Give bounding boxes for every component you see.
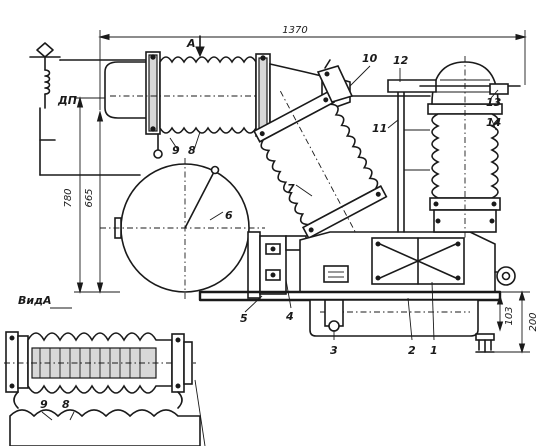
part-label-9: 9 bbox=[172, 144, 180, 157]
part-label-7: 7 bbox=[287, 182, 295, 195]
part-label-11: 11 bbox=[372, 122, 387, 135]
sphere-clamp bbox=[247, 231, 307, 299]
part-label-5: 5 bbox=[240, 312, 248, 325]
dimension-1370: 1370 bbox=[282, 25, 307, 36]
view-a-caption: ВидА bbox=[18, 294, 52, 307]
inclined-insulator bbox=[253, 90, 388, 240]
dimension-665: 665 bbox=[84, 188, 95, 207]
part-label-6: 6 bbox=[225, 209, 233, 222]
main-housing bbox=[299, 231, 516, 293]
part-label-4: 4 bbox=[285, 310, 294, 323]
part-label-3: 3 bbox=[330, 344, 338, 357]
view-a-arrow bbox=[195, 35, 205, 58]
dimension-200: 200 bbox=[528, 312, 539, 331]
dimension-103: 103 bbox=[504, 306, 515, 325]
inset-part-label-9: 9 bbox=[40, 398, 48, 411]
diamond-terminal-icon bbox=[36, 42, 54, 58]
part-label-2: 2 bbox=[408, 344, 416, 357]
coil-circuit bbox=[29, 42, 151, 176]
inset-part-label-8: 8 bbox=[62, 398, 70, 411]
part-label-12: 12 bbox=[393, 54, 409, 67]
part-label-1: 1 bbox=[430, 344, 438, 357]
view-a-label: A bbox=[186, 37, 196, 50]
coil-label: ДП bbox=[57, 94, 77, 107]
part-label-13: 13 bbox=[486, 96, 502, 109]
part-label-8: 8 bbox=[188, 144, 196, 157]
dimension-780: 780 bbox=[63, 188, 74, 207]
linkage-rods bbox=[351, 79, 521, 233]
part-label-14: 14 bbox=[486, 116, 501, 129]
sphere-tank bbox=[100, 158, 265, 300]
leader-lines bbox=[50, 65, 499, 341]
vertical-insulator bbox=[427, 56, 503, 240]
dimension-lines bbox=[74, 30, 530, 354]
base-frame bbox=[198, 290, 502, 353]
part-label-10: 10 bbox=[362, 52, 378, 65]
inset-view-a bbox=[4, 331, 206, 446]
inductor-coil-icon bbox=[44, 69, 51, 95]
